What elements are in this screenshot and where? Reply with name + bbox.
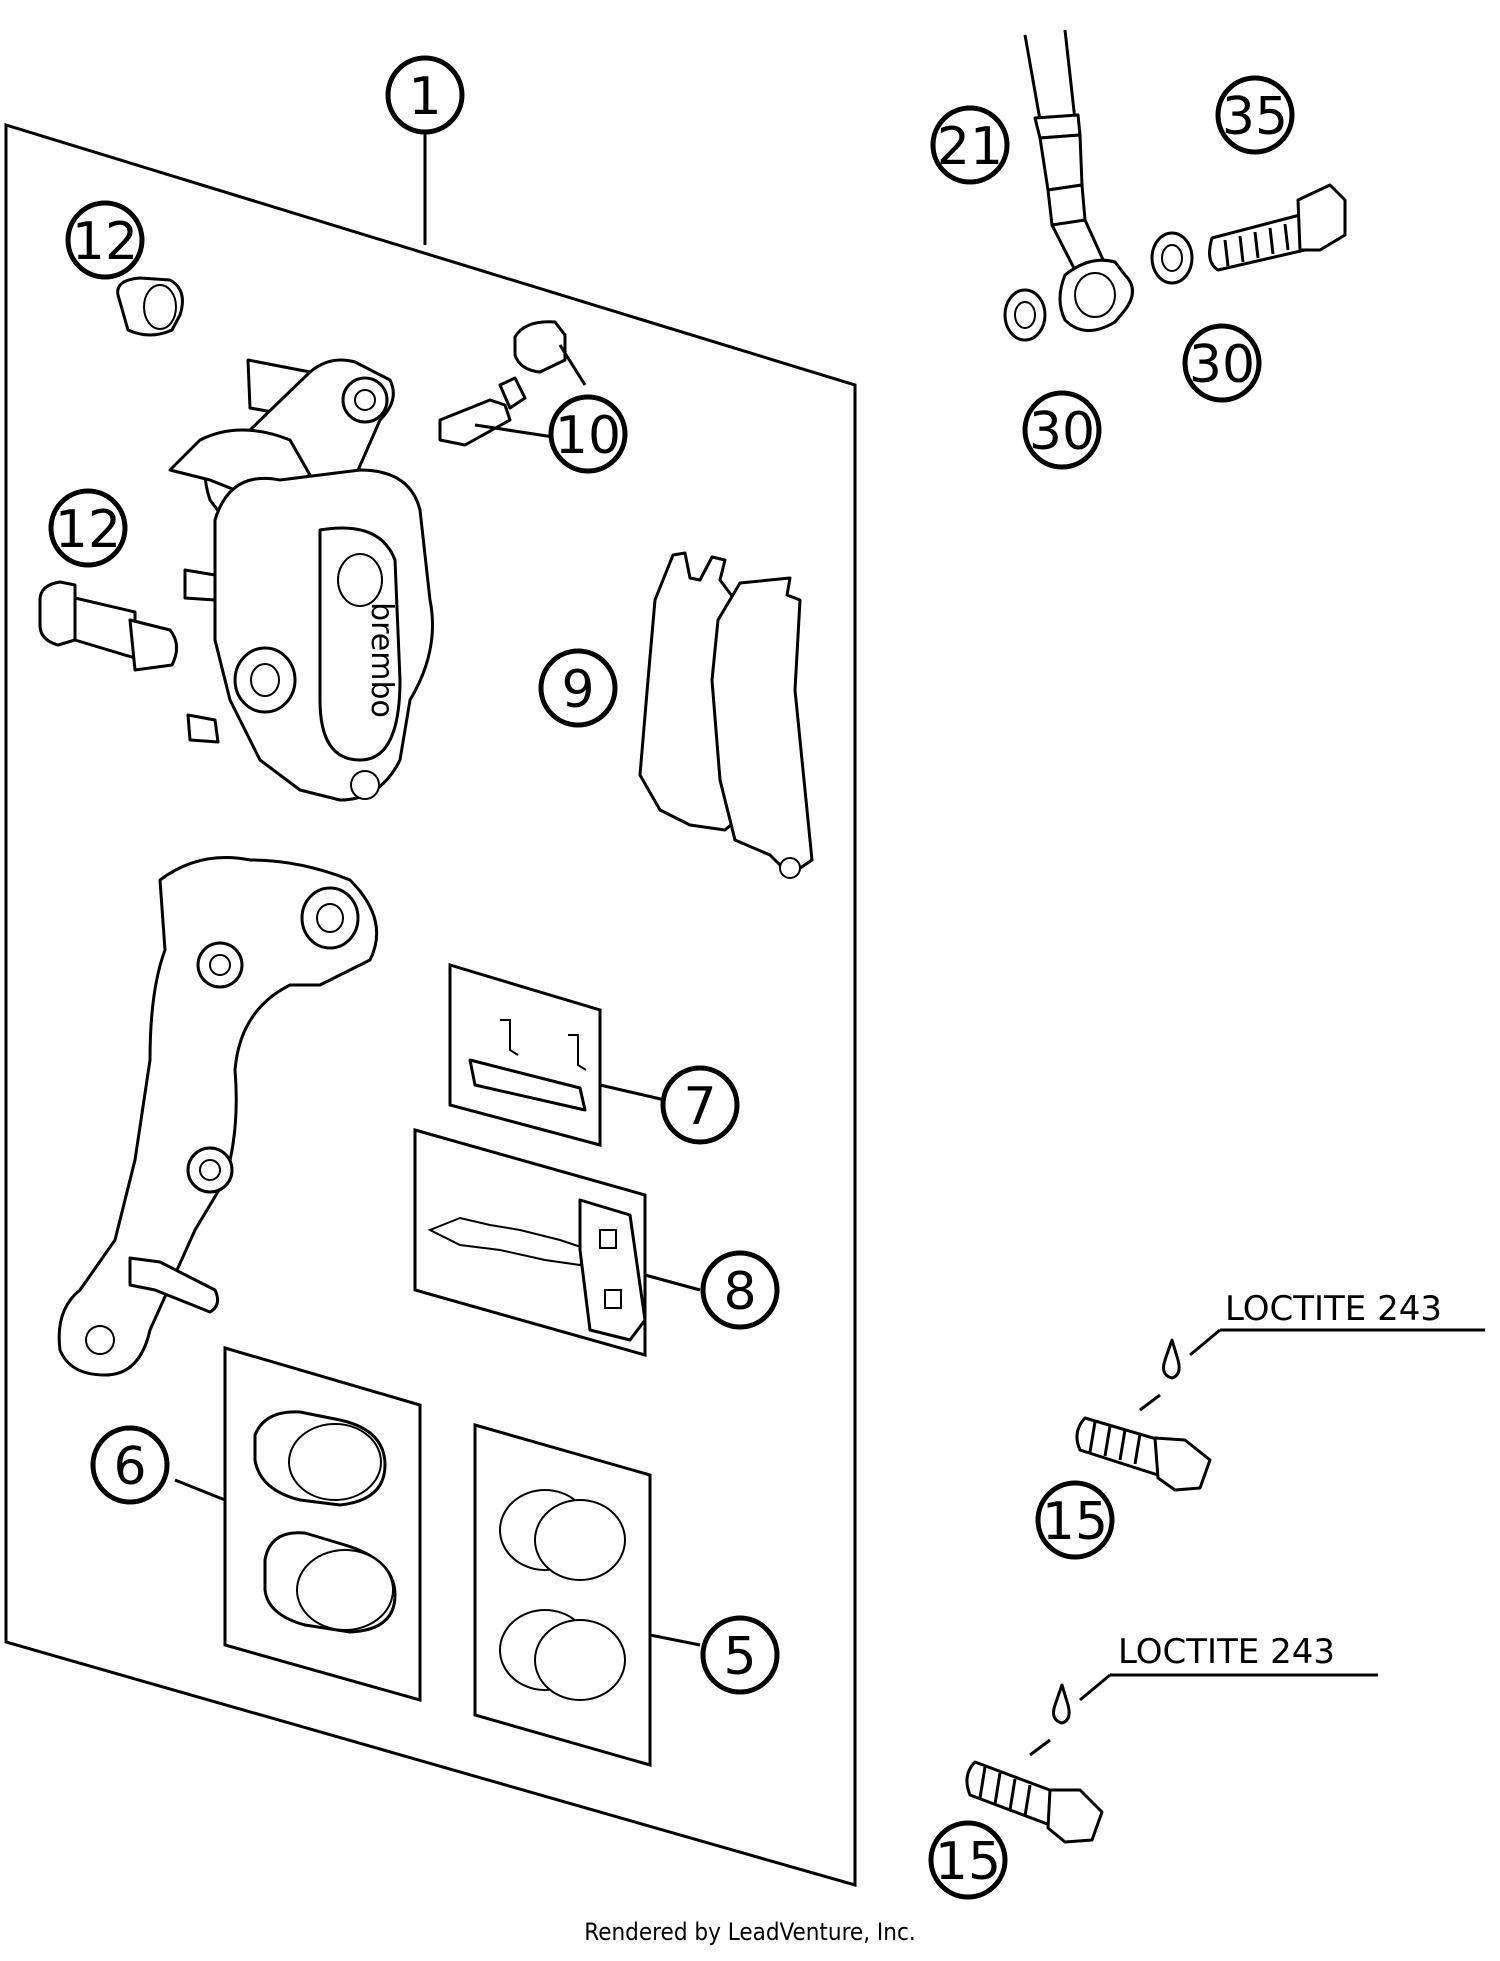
part-12-bolt (38, 580, 178, 672)
callout-21[interactable]: 21 (930, 105, 1010, 185)
svg-text:LOCTITE 243: LOCTITE 243 (1118, 1632, 1335, 1672)
callout-12-top[interactable]: 12 (65, 200, 145, 280)
loctite-note-bottom: LOCTITE 243 (1029, 1632, 1378, 1757)
part-15-bolt-bottom (965, 1760, 1104, 1844)
caliper-bracket (57, 856, 379, 1377)
callout-5[interactable]: 5 (700, 1615, 780, 1695)
part-7-pin-kit (448, 962, 666, 1147)
part-12-nut (116, 276, 184, 337)
callout-30-right[interactable]: 30 (1182, 323, 1262, 403)
brake-caliper: brembo (168, 358, 434, 802)
svg-text:15: 15 (1042, 1492, 1108, 1552)
svg-text:15: 15 (935, 1832, 1001, 1892)
part-35-banjo-bolt (1208, 183, 1347, 272)
caliper-brand-label: brembo (364, 602, 399, 718)
svg-text:5: 5 (723, 1627, 756, 1687)
svg-text:6: 6 (113, 1437, 146, 1497)
callout-6[interactable]: 6 (90, 1425, 170, 1505)
svg-text:30: 30 (1189, 335, 1255, 395)
callout-8[interactable]: 8 (700, 1250, 780, 1330)
callout-35[interactable]: 35 (1215, 75, 1295, 155)
part-9-brake-pads (638, 551, 814, 879)
svg-text:21: 21 (937, 117, 1003, 177)
svg-text:30: 30 (1029, 402, 1095, 462)
callout-9[interactable]: 9 (538, 648, 618, 728)
svg-text:8: 8 (723, 1262, 756, 1322)
part-5-seals (473, 1423, 701, 1767)
svg-text:10: 10 (555, 406, 621, 466)
svg-text:1: 1 (408, 67, 441, 127)
loctite-note-top: LOCTITE 243 (1139, 1289, 1485, 1412)
svg-text:7: 7 (683, 1077, 716, 1137)
part-21-brake-line (1023, 29, 1134, 332)
svg-text:35: 35 (1222, 87, 1288, 147)
svg-text:12: 12 (72, 212, 138, 272)
callout-1[interactable]: 1 (385, 55, 465, 135)
callout-10[interactable]: 10 (548, 394, 628, 474)
part-10-bleeder (438, 320, 587, 447)
assembly-panel (4, 122, 857, 1887)
part-6-pistons (174, 1345, 422, 1702)
part-15-bolt-top (1075, 1416, 1212, 1492)
render-credit: Rendered by LeadVenture, Inc. (584, 1918, 916, 1946)
part-30-washer-right (1150, 231, 1194, 285)
svg-text:LOCTITE 243: LOCTITE 243 (1225, 1289, 1442, 1329)
part-8-spring-kit (413, 1128, 701, 1357)
callout-7[interactable]: 7 (660, 1065, 740, 1145)
callout-15-bottom[interactable]: 15 (928, 1820, 1008, 1900)
callout-30-left[interactable]: 30 (1022, 390, 1102, 470)
svg-text:9: 9 (561, 660, 594, 720)
part-30-washer-left (1003, 288, 1047, 342)
callout-12-left[interactable]: 12 (48, 488, 128, 568)
svg-text:12: 12 (55, 500, 121, 560)
callout-15-top[interactable]: 15 (1035, 1480, 1115, 1560)
